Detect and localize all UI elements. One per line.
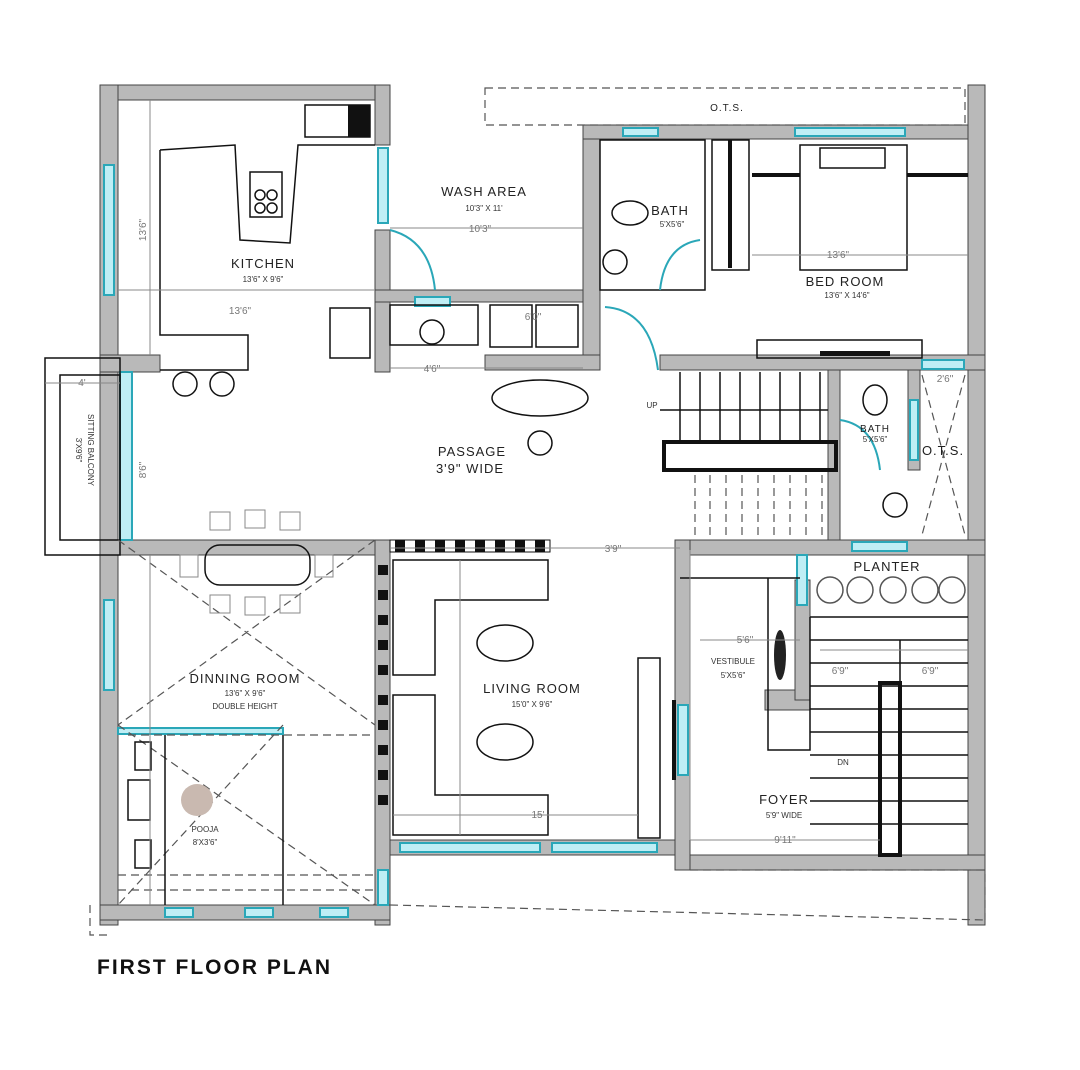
dimension-label: 9'11" [774, 835, 796, 846]
passage-size: 3'9" WIDE [436, 461, 504, 476]
dimension-label: 10'3" [469, 224, 492, 235]
vestibule-size: 5'X5'6" [721, 671, 746, 680]
dining-table-icon [204, 544, 311, 586]
table-icon [527, 430, 553, 456]
dimension-label: 5'6" [737, 635, 754, 646]
dimension-label: 13'6" [827, 250, 850, 261]
bed-icon [799, 144, 908, 271]
ots-label: O.T.S. [922, 443, 964, 458]
toilet-icon [862, 384, 888, 416]
up-label: UP [646, 401, 657, 410]
bath-2-size: 5'X5'6" [863, 435, 888, 444]
stool-icon [209, 371, 235, 397]
passage-label: PASSAGE [438, 444, 506, 459]
shower-icon [602, 249, 628, 275]
windows [103, 127, 965, 918]
passage-furniture [491, 379, 589, 456]
table-icon [476, 723, 534, 761]
bath-1-fixtures [599, 139, 706, 371]
planter-label: PLANTER [854, 559, 921, 574]
pooja-fixtures [127, 735, 284, 905]
bed-room-label: BED ROOM [806, 274, 885, 289]
dimension-label: 6'9" [832, 666, 849, 677]
room-labels: KITCHEN 13'6" X 9'6" WASH AREA 10'3" X 1… [74, 103, 964, 847]
dimension-label: 15' [531, 810, 544, 821]
vestibule-fixtures [680, 577, 800, 700]
bath-2-label: BATH [860, 424, 890, 435]
bedroom-furniture [711, 139, 968, 359]
dimension-label: 8'6" [138, 461, 149, 478]
stool-icon [172, 371, 198, 397]
foyer-label: FOYER [759, 792, 809, 807]
walls [99, 84, 986, 926]
wash-area-fixtures [389, 304, 579, 348]
staircase [660, 372, 968, 857]
dimension-labels: 13'6" 13'6" 10'3" 13'6" 4'6" 6'0" 3'9" 8… [78, 218, 953, 846]
basin-icon [419, 319, 445, 345]
door-swing [389, 229, 436, 291]
kitchen-label: KITCHEN [231, 256, 295, 271]
pooja-label: POOJA [191, 825, 219, 834]
outlines [44, 87, 986, 936]
wash-area-label: WASH AREA [441, 184, 527, 199]
bath-2-fixtures [839, 384, 908, 518]
living-furniture [378, 539, 676, 839]
dining-room-note: DOUBLE HEIGHT [212, 702, 277, 711]
dimension-label: 6'9" [922, 666, 939, 677]
toilet-icon [611, 200, 649, 226]
appliance-icon [329, 307, 371, 359]
bath-1-label: BATH [651, 203, 689, 218]
dn-label: DN [837, 758, 849, 767]
kitchen-counter [159, 104, 436, 397]
dimension-label: 4' [78, 378, 86, 389]
bath-1-size: 5'X5'6" [660, 220, 685, 229]
dimension-label: 13'6" [229, 306, 252, 317]
dimension-label: 13'6" [138, 218, 149, 241]
vestibule-label: VESTIBULE [711, 657, 755, 666]
dining-room-size: 13'6" X 9'6" [225, 689, 266, 698]
dimension-lines [45, 100, 968, 905]
dimension-label: 4'6" [424, 364, 441, 375]
plan-title: FIRST FLOOR PLAN [97, 956, 332, 979]
dimension-label: 2'6" [937, 374, 954, 385]
table-icon [476, 624, 534, 662]
pooja-size: 8'X3'6" [193, 838, 218, 847]
dimension-label: 3'9" [605, 544, 622, 555]
dining-room-label: DINNING ROOM [190, 671, 301, 686]
plant-icon [774, 630, 786, 680]
bed-room-size: 13'6" X 14'6" [824, 291, 869, 300]
living-room-size: 15'0" X 9'6" [512, 700, 553, 709]
sitting-balcony-size: 3'X9'6" [74, 438, 83, 463]
sofa-icon [491, 379, 589, 417]
top-ots-label: O.T.S. [710, 103, 744, 114]
dimension-label: 6'0" [525, 312, 542, 323]
dining-furniture [179, 509, 334, 616]
stove-icon [249, 171, 283, 218]
living-room-label: LIVING ROOM [483, 681, 581, 696]
planter-plants [816, 576, 966, 604]
sitting-balcony-label: SITTING BALCONY [86, 414, 95, 487]
lamp-icon [181, 784, 213, 816]
basin-icon [882, 492, 908, 518]
kitchen-size: 13'6" X 9'6" [243, 275, 284, 284]
tv-unit-icon [637, 657, 661, 839]
foyer-size: 5'9" WIDE [766, 811, 802, 820]
wash-area-size: 10'3" X 11' [465, 204, 503, 213]
